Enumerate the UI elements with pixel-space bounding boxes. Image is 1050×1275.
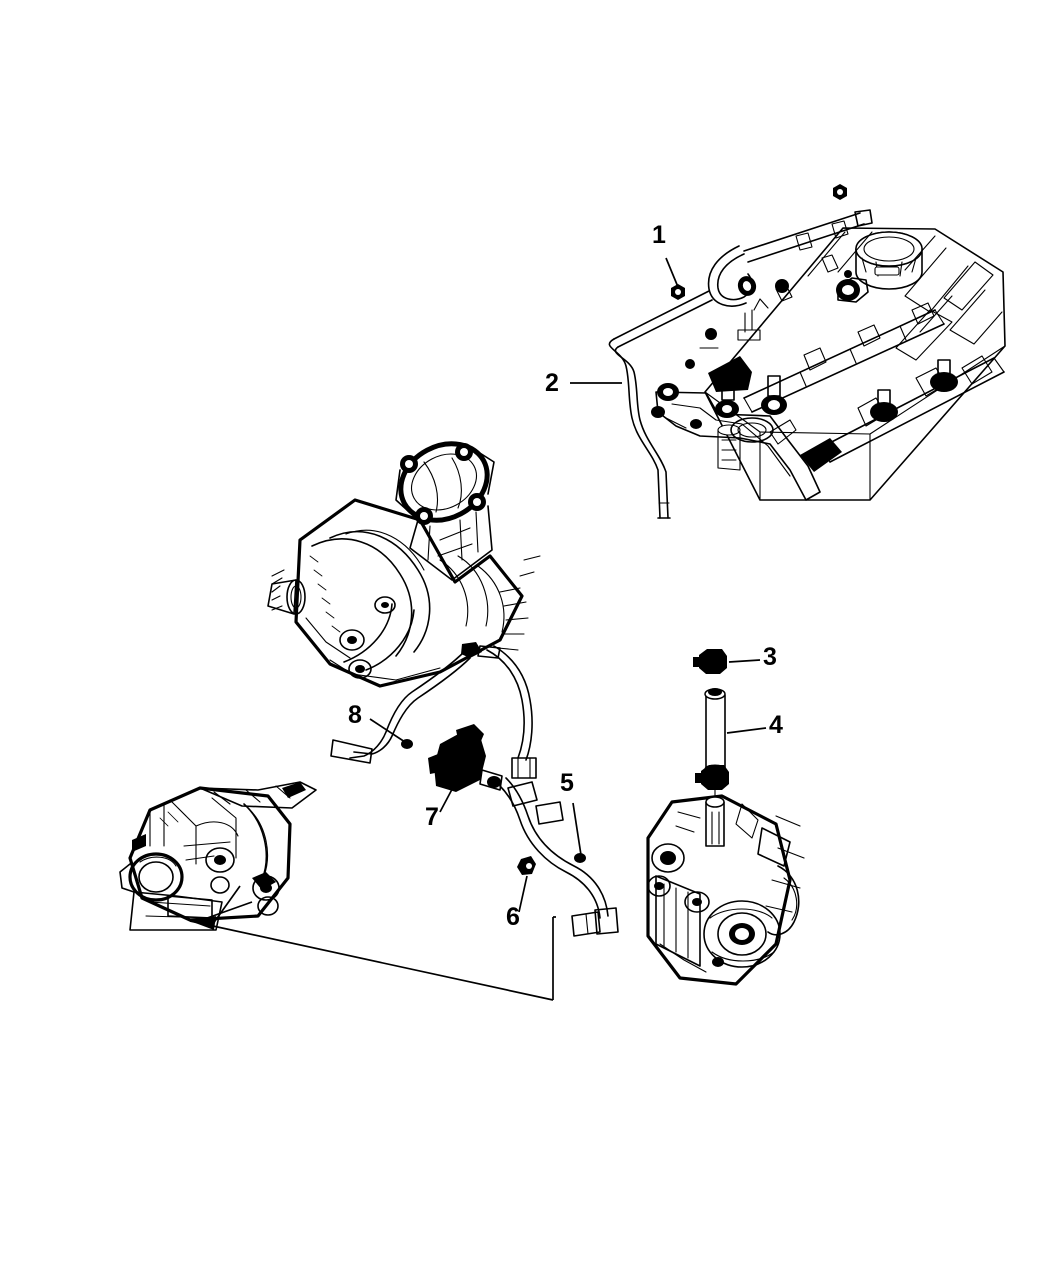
callout-label-6: 6 [506, 903, 520, 931]
hose-and-clamp-group [693, 649, 729, 807]
engine-block-accessory-drive [646, 794, 805, 986]
purge-solenoid-valve [428, 724, 503, 792]
crankcase-vent-tube [608, 338, 671, 519]
manifold-outlets [497, 555, 541, 651]
booster-port [119, 852, 184, 902]
ignition-coil-rail-lower [819, 355, 1005, 463]
callout-label-1: 1 [652, 221, 666, 249]
throttle-body [395, 441, 495, 525]
valve-cover-bolt-top [833, 184, 847, 200]
leader-5 [572, 802, 582, 856]
callout-label-8: 8 [348, 701, 362, 729]
upper-fuel-rail [743, 209, 873, 263]
callout-label-3: 3 [763, 643, 777, 671]
throttle-riser [409, 505, 493, 581]
callout-label-2: 2 [545, 369, 559, 397]
manifold-plenum [294, 498, 524, 688]
vacuum-hose-to-manifold [330, 642, 501, 764]
leader-4 [726, 727, 767, 734]
valve-cover-studs [685, 254, 852, 369]
leader-1 [665, 257, 679, 288]
callout-label-5: 5 [560, 769, 574, 797]
valve-cover-mounting-bolt [671, 284, 685, 300]
leader-3 [728, 659, 761, 663]
cover-vent-hose [707, 245, 757, 307]
callout-label-7: 7 [425, 803, 439, 831]
leader-7 [439, 777, 459, 813]
valve-cover-body [704, 227, 1006, 501]
hose-clamp-lower [695, 765, 729, 807]
manifold-inlet-snout [267, 569, 306, 615]
cylinder-head-valve-cover-assembly [613, 184, 1006, 501]
crank-pulley [703, 900, 781, 968]
cover-front-bracket [651, 375, 821, 501]
hose-to-booster-leader [189, 885, 556, 1001]
manifold-mounting-flange [305, 596, 441, 681]
vacuum-hose-assembly [330, 642, 619, 937]
vacuum-supply-hose [499, 777, 619, 937]
hose-clamp-upper [693, 649, 727, 674]
coil-connector-blocks [708, 356, 842, 472]
callout-numbers: 1 2 3 4 5 6 7 8 [348, 221, 783, 931]
leader-8 [369, 718, 406, 743]
leader-6 [518, 875, 528, 913]
manifold-runners [311, 529, 505, 671]
ignition-coil-rail-center [743, 302, 945, 413]
hose-manifold-to-solenoid [486, 645, 537, 779]
oil-filler-cap [855, 231, 923, 290]
callout-leaders [369, 257, 767, 913]
intake-manifold-with-throttle-body [267, 441, 541, 688]
callout-label-4: 4 [769, 711, 783, 739]
vent-tube-upper-run [613, 290, 713, 348]
hose-retaining-clip [517, 856, 536, 875]
lower-cover-detail [717, 417, 797, 471]
